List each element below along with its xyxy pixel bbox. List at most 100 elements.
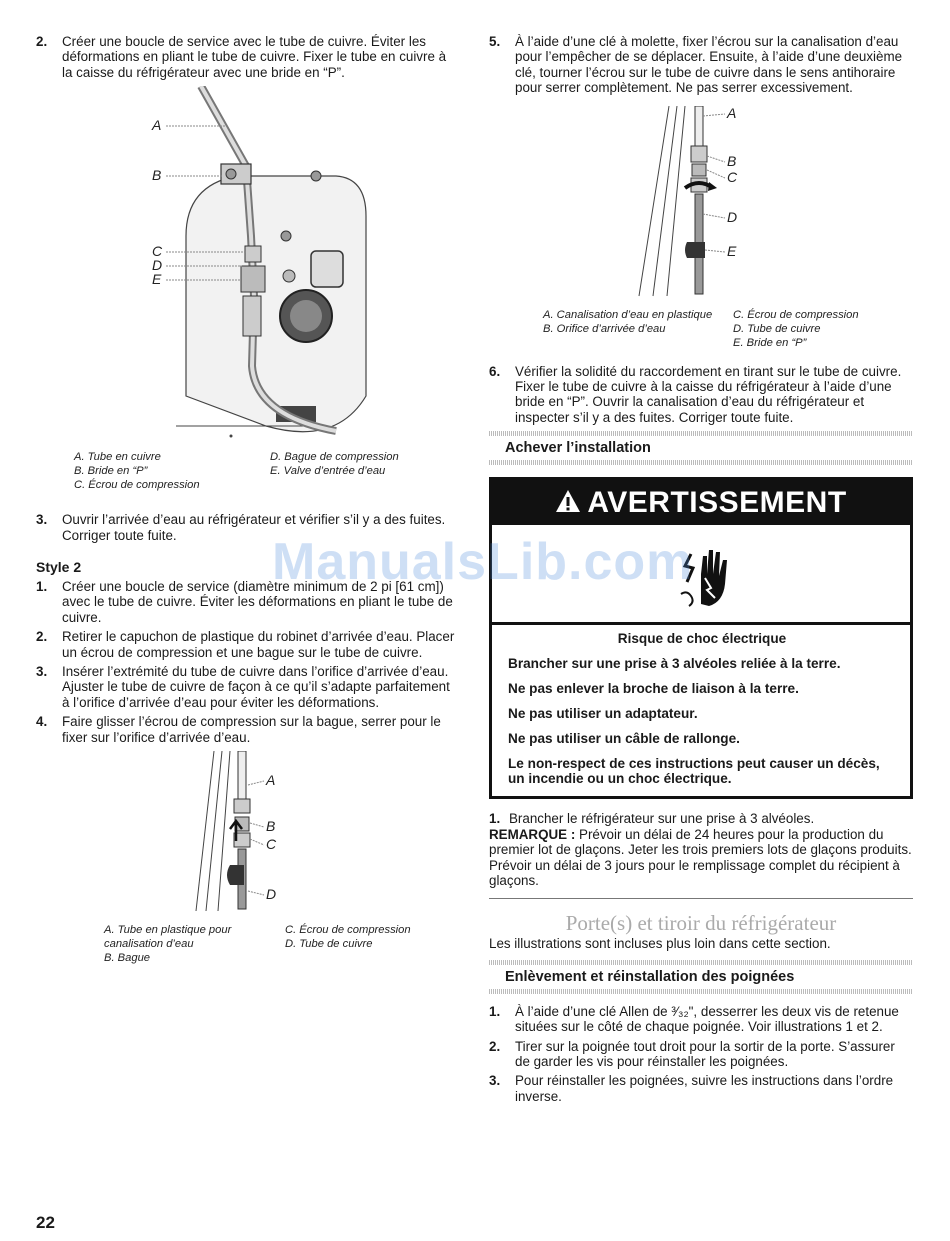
poignees-heading: Enlèvement et réinstallation des poignée… [505, 968, 795, 985]
style2-step-4: 4. Faire glisser l’écrou de compression … [36, 714, 456, 745]
figure-copper-tube-p-clamp: A B C D E [151, 86, 367, 438]
step-text: À l’aide d’une clé Allen de ³⁄₃₂", desse… [515, 1003, 899, 1035]
step-text: Créer une boucle de service avec le tube… [62, 34, 447, 80]
style2-step-3: 3. Insérer l’extrémité du tube de cuivre… [36, 664, 456, 710]
right-step-1b: 1. Brancher le réfrigérateur sur une pri… [489, 811, 913, 826]
left-step-2: 2. Créer une boucle de service avec le t… [36, 34, 456, 80]
style2-step-2: 2. Retirer le capuchon de plastique du r… [36, 629, 456, 660]
step-text: Créer une boucle de service (diamètre mi… [62, 579, 453, 625]
caption: B. Orifice d’arrivée d’eau [543, 322, 666, 335]
step-text: Faire glisser l’écrou de compression sur… [62, 714, 441, 745]
step-text: Tirer sur la poignée tout droit pour la … [515, 1038, 895, 1069]
electric-shock-hand-icon [680, 549, 727, 607]
style2-heading: Style 2 [36, 559, 82, 576]
fig3-label-c: C [727, 169, 738, 185]
warning-risk: Risque de choc électrique [617, 631, 787, 647]
caption: D. Bague de compression [270, 451, 399, 464]
step-text: Retirer le capuchon de plastique du robi… [62, 629, 455, 660]
warning-triangle-icon [555, 487, 581, 521]
caption: A. Tube en plastique pour canalisation d… [104, 924, 232, 951]
warning-line: Ne pas utiliser un câble de rallonge. [508, 731, 740, 747]
page-number: 22 [36, 1213, 55, 1232]
caption: A. Canalisation d’eau en plastique [543, 308, 713, 321]
fig2-label-d: D [266, 886, 276, 902]
fig3-label-b: B [727, 153, 736, 169]
p-clamp [685, 241, 705, 258]
plastic-water-line [237, 751, 247, 802]
step-number: 2. [36, 629, 48, 645]
figure-wrench-tighten: A B C D E [638, 105, 738, 296]
caption: D. Tube de cuivre [285, 938, 373, 951]
left-column: 2. Créer une boucle de service avec le t… [36, 34, 456, 965]
caption: E. Bride en “P” [733, 336, 807, 349]
step-number: 2. [36, 34, 48, 49]
achever-heading: Achever l’installation [505, 440, 651, 457]
remarque-note: REMARQUE : Prévoir un délai de 24 heures… [489, 827, 913, 889]
step-number: 5. [489, 34, 501, 49]
step-number: 6. [489, 363, 501, 379]
refrigerator-cabinet-outline [185, 175, 367, 433]
caption: C. Écrou de compression [285, 924, 411, 937]
fig2-label-a: A [265, 772, 275, 788]
warning-line: Le non-respect de ces instructions peut … [508, 756, 880, 787]
caption: B. Bague [104, 952, 151, 965]
fig3-label-e: E [727, 243, 737, 259]
fig2-label-c: C [266, 836, 277, 852]
portes-heading: Porte(s) et tiroir du réfrigérateur [565, 911, 837, 936]
warning-body: Risque de choc électrique Brancher sur u… [492, 625, 910, 796]
step-text: Pour réinstaller les poignées, suivre le… [515, 1073, 894, 1104]
fig3-captions: A. Canalisation d’eau en plastique B. Or… [489, 308, 913, 350]
remarque-label: REMARQUE : [489, 826, 576, 842]
watermark: ManualsLib.com [272, 533, 694, 591]
fig1-label-c: C [152, 243, 163, 259]
fig3-label-d: D [727, 209, 737, 225]
caption: C. Écrou de compression [733, 308, 859, 321]
warning-title: AVERTISSEMENT [492, 480, 910, 526]
right-step-5: 5. À l’aide d’une clé à molette, fixer l… [489, 34, 913, 96]
step-number: 1. [36, 579, 48, 595]
remarque-text: Prévoir un délai de 24 heures pour la pr… [489, 826, 912, 888]
step-number: 3. [36, 664, 48, 680]
right-column: 5. À l’aide d’une clé à molette, fixer l… [489, 34, 913, 1104]
poignees-step-2: 2. Tirer sur la poignée tout droit pour … [489, 1039, 913, 1070]
warning-box: AVERTISSEMENT Risque de choc électrique … [489, 477, 913, 800]
step-text: Vérifier la solidité du raccordement en … [515, 363, 902, 425]
fig1-captions: A. Tube en cuivre B. Bride en “P” C. Écr… [36, 450, 456, 492]
step-number: 3. [489, 1073, 501, 1089]
fig1-label-b: B [152, 167, 161, 183]
plastic-water-line [694, 105, 704, 147]
divider [489, 460, 913, 466]
fig2-captions: A. Tube en plastique pour canalisation d… [36, 923, 456, 965]
fig1-label-e: E [152, 271, 162, 287]
left-step-3: 3. Ouvrir l’arrivée d’eau au réfrigérate… [36, 512, 456, 543]
step-text: Ouvrir l’arrivée d’eau au réfrigérateur … [62, 512, 446, 543]
fig3-label-a: A [726, 106, 736, 121]
caption: E. Valve d’entrée d’eau [270, 465, 386, 478]
divider [489, 898, 913, 900]
step-text: À l’aide d’une clé à molette, fixer l’éc… [515, 34, 903, 96]
portes-intro: Les illustrations sont incluses plus loi… [489, 936, 831, 952]
step-text: Brancher le réfrigérateur sur une prise … [509, 811, 815, 827]
step-number: 3. [36, 512, 48, 528]
caption: B. Bride en “P” [74, 465, 148, 478]
caption: D. Tube de cuivre [733, 322, 821, 335]
step-number: 1. [489, 811, 501, 827]
fig2-label-b: B [266, 818, 275, 834]
divider [489, 431, 913, 437]
caption: C. Écrou de compression [74, 479, 200, 492]
style2-step-1: 1. Créer une boucle de service (diamètre… [36, 579, 456, 625]
right-step-6: 6. Vérifier la solidité du raccordement … [489, 364, 913, 426]
poignees-step-1: 1. À l’aide d’une clé Allen de ³⁄₃₂", de… [489, 1004, 913, 1035]
warning-line: Brancher sur une prise à 3 alvéoles reli… [508, 656, 841, 672]
warning-title-text: AVERTISSEMENT [587, 486, 847, 520]
warning-line: Ne pas utiliser un adaptateur. [508, 706, 698, 722]
step-number: 4. [36, 714, 48, 730]
step-number: 2. [489, 1038, 501, 1054]
divider [489, 959, 913, 965]
caption: A. Tube en cuivre [74, 451, 161, 464]
divider [489, 988, 913, 994]
up-arrow-icon [229, 819, 243, 842]
figure-compression-fitting: A B C D [195, 751, 277, 912]
fig1-label-a: A [151, 117, 161, 133]
step-number: 1. [489, 1003, 501, 1019]
